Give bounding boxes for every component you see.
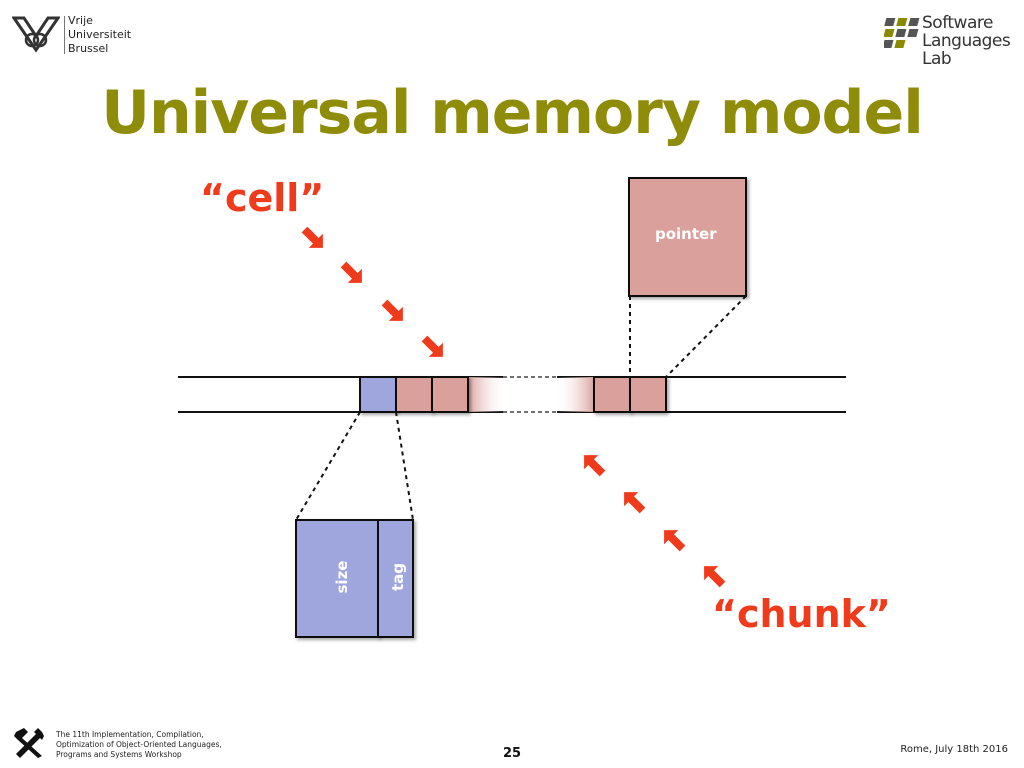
workshop-line-3: Programs and Systems Workshop bbox=[56, 750, 182, 759]
memory-gap bbox=[503, 372, 557, 418]
header-cell bbox=[359, 376, 397, 413]
cell-arrow-icon bbox=[421, 335, 443, 357]
chunk-arrow-icon bbox=[704, 566, 726, 588]
vub-line-3: Brussel bbox=[68, 42, 109, 55]
workshop-line-2: Optimization of Object-Oriented Language… bbox=[56, 740, 222, 749]
chunk-arrow-icon bbox=[624, 492, 646, 514]
tag-box bbox=[377, 519, 414, 638]
vub-separator bbox=[64, 16, 65, 54]
chunk-cell-3 bbox=[593, 376, 631, 413]
header-zoom-left bbox=[295, 411, 361, 521]
chunk-arrows bbox=[584, 455, 726, 588]
header-zoom-right bbox=[395, 411, 414, 521]
page-title: Universal memory model bbox=[101, 78, 924, 148]
swl-line-2: Languages Lab bbox=[922, 31, 1011, 69]
chunk-arrow-icon bbox=[664, 530, 686, 552]
vub-line-2: Universiteit bbox=[68, 28, 132, 41]
swl-logo-icon bbox=[884, 18, 920, 48]
chunk-arrow-icon bbox=[584, 455, 606, 477]
page-number: 25 bbox=[502, 746, 522, 761]
vub-line-1: Vrije bbox=[68, 14, 93, 27]
chunk-cell-4 bbox=[629, 376, 667, 413]
size-label: size bbox=[333, 560, 351, 594]
workshop-line-1: The 11th Implementation, Compilation, bbox=[56, 730, 204, 739]
cell-arrow-icon bbox=[381, 299, 403, 321]
cell-label: “cell” bbox=[200, 176, 325, 220]
location-date: Rome, July 18th 2016 bbox=[900, 744, 1008, 755]
swl-line-1: Software bbox=[922, 13, 993, 33]
pointer-zoom-right bbox=[665, 295, 747, 378]
workshop-hammer-icon bbox=[14, 728, 44, 758]
cell-arrows bbox=[301, 226, 443, 357]
cell-arrow-icon bbox=[340, 261, 362, 283]
chunk-fade-right bbox=[467, 377, 507, 412]
pointer-box bbox=[628, 177, 747, 297]
chunk-cell-2 bbox=[431, 376, 469, 413]
size-box bbox=[295, 519, 379, 638]
vub-logo-icon bbox=[12, 16, 60, 53]
workshop-name: The 11th Implementation, Compilation, Op… bbox=[56, 730, 222, 760]
tag-label: tag bbox=[389, 562, 407, 592]
chunk-label: “chunk” bbox=[712, 592, 891, 636]
cell-arrow-icon bbox=[301, 226, 323, 248]
swl-name: Software Languages Lab bbox=[922, 14, 1024, 68]
vub-name: Vrije Universiteit Brussel bbox=[68, 14, 131, 56]
pointer-label: pointer bbox=[655, 225, 717, 243]
chunk-fade-left bbox=[555, 377, 595, 412]
chunk-cell-1 bbox=[395, 376, 433, 413]
